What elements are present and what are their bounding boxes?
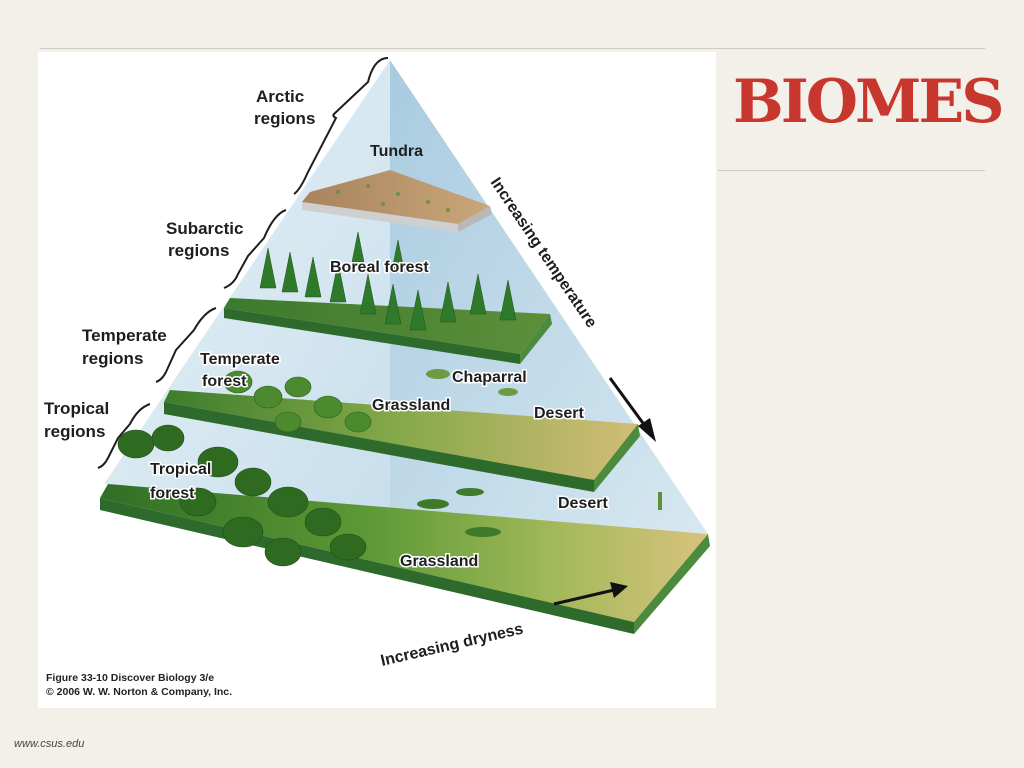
region-braces: [97, 57, 389, 469]
figure-caption-line2: © 2006 W. W. Norton & Company, Inc.: [46, 686, 233, 698]
source-credit: www.csus.edu: [14, 738, 85, 750]
slide-title: BIOMES: [733, 67, 1005, 137]
label-tropical-line2: regions: [44, 422, 105, 441]
label-temperate-line2: regions: [82, 349, 143, 368]
label-subarctic-line1: Subarctic: [166, 219, 243, 238]
label-boreal-forest: Boreal forest: [330, 259, 429, 276]
axis-label-dryness: Increasing dryness: [379, 621, 525, 670]
label-tropical-line1: Tropical: [44, 399, 109, 418]
label-chaparral: Chaparral: [452, 369, 527, 386]
temperate-brace: [155, 307, 217, 383]
boreal-slab: [224, 231, 552, 364]
label-temperate-line1: Temperate: [82, 326, 167, 345]
arctic-brace: [293, 57, 389, 195]
tropical-slab: [100, 424, 710, 634]
tropical-brace: [97, 403, 151, 469]
label-subarctic-line2: regions: [168, 241, 229, 260]
dryness-arrow: [553, 582, 628, 606]
label-desert-tropical: Desert: [558, 495, 608, 512]
temperate-slab: [164, 369, 640, 492]
temperature-arrow: [608, 377, 656, 442]
label-desert-temperate: Desert: [534, 405, 584, 422]
label-arctic-line1: Arctic: [256, 87, 304, 106]
label-temperate-forest-line1: Temperate: [200, 351, 280, 368]
label-grassland-tropical: Grassland: [400, 553, 478, 570]
figure-caption-line1: Figure 33-10 Discover Biology 3/e: [46, 672, 215, 684]
subarctic-brace: [223, 209, 287, 289]
title-rule: [718, 170, 985, 171]
biome-pyramid-figure: Arctic regions Subarctic regions Tempera…: [38, 52, 716, 708]
label-tropical-forest-line1: Tropical: [150, 461, 211, 478]
label-temperate-forest-line2: forest: [202, 373, 247, 390]
label-arctic-line2: regions: [254, 109, 315, 128]
label-tropical-forest-line2: forest: [150, 485, 195, 502]
biome-pyramid-diagram: Arctic regions Subarctic regions Tempera…: [44, 57, 710, 670]
tundra-slab: [302, 170, 492, 232]
label-grassland-temperate: Grassland: [372, 397, 450, 414]
top-rule: [40, 48, 985, 49]
label-tundra: Tundra: [370, 143, 423, 160]
